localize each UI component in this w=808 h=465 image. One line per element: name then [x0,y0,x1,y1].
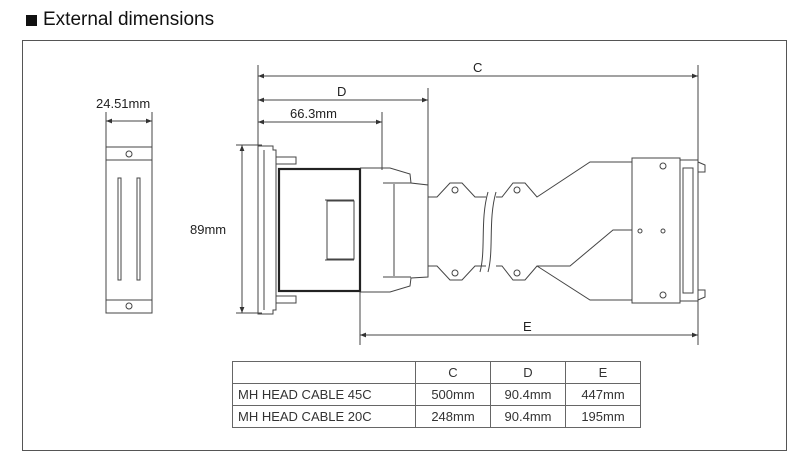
dim-e-label: E [523,319,532,334]
section-title-text: External dimensions [43,9,215,30]
dimensions-table: C D E MH HEAD CABLE 45C 500mm 90.4mm 447… [232,361,641,428]
table-header-row: C D E [232,361,641,384]
dim-d-label: D [337,84,346,99]
table-row: MH HEAD CABLE 20C 248mm 90.4mm 195mm [232,405,641,428]
height-label: 89mm [190,222,226,237]
section-title: External dimensions [26,9,214,31]
cable-assembly [257,145,706,315]
diagram-frame [22,40,787,451]
bullet-square-icon [26,14,37,26]
dim-c-label: C [473,60,482,75]
table-row: MH HEAD CABLE 45C 500mm 90.4mm 447mm [232,383,641,406]
side-width-label: 24.51mm [96,96,150,111]
side-view: 24.51mm [96,96,153,314]
dimensions: C D 66.3mm 89mm E [190,60,699,345]
dim-66-label: 66.3mm [290,106,337,121]
